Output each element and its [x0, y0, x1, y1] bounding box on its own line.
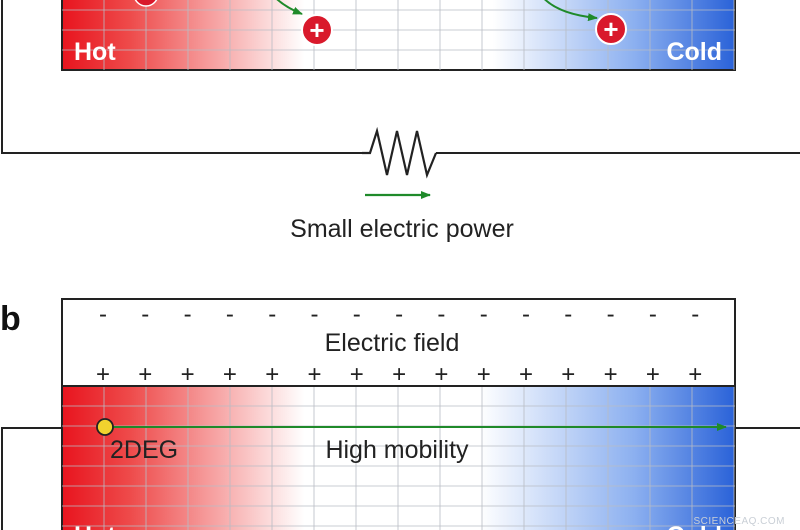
carrier-label: 2DEG: [110, 436, 178, 464]
circuit-wire-b: [1, 427, 800, 530]
negative-charge: -: [268, 301, 276, 328]
negative-charge: -: [522, 301, 530, 328]
positive-charge: +: [265, 361, 279, 388]
power-caption: Small electric power: [290, 215, 514, 243]
resistor-icon: [362, 126, 438, 179]
negative-charge: -: [480, 301, 488, 328]
positive-charge: +: [519, 361, 533, 388]
positive-charge: +: [223, 361, 237, 388]
svg-text:+: +: [603, 14, 618, 44]
negative-charge: -: [691, 301, 699, 328]
panel-b: b --------------- Electric field +++++++…: [0, 298, 800, 530]
positive-charge: +: [392, 361, 406, 388]
watermark: SCIENCEAQ.COM: [693, 516, 785, 527]
positive-charge: +: [477, 361, 491, 388]
positive-charge: +: [434, 361, 448, 388]
hole-carrier-icon: +: [301, 14, 333, 46]
negative-charge: -: [226, 301, 234, 328]
field-box: [61, 298, 736, 387]
mobility-label: High mobility: [325, 436, 469, 464]
hole-carrier-icon: +: [595, 13, 627, 45]
grid-a: [62, 0, 735, 70]
field-label: Electric field: [325, 329, 460, 357]
cold-label-a: Cold: [666, 38, 722, 66]
negative-charge: -: [437, 301, 445, 328]
negative-charge: -: [353, 301, 361, 328]
svg-text:+: +: [309, 15, 324, 45]
positive-charge: +: [307, 361, 321, 388]
carrier-path-1: [276, 0, 303, 15]
partial-carrier-icon: [134, 0, 158, 7]
positive-charge: +: [181, 361, 195, 388]
negative-charge: -: [99, 301, 107, 328]
positive-charge: +: [96, 361, 110, 388]
negative-charge: -: [395, 301, 403, 328]
positive-charge: +: [561, 361, 575, 388]
electron-icon: [96, 418, 114, 436]
carrier-path-2: [544, 0, 598, 22]
hot-label-a: Hot: [74, 38, 116, 66]
negative-charges: ---------------: [99, 301, 699, 328]
negative-charge: -: [607, 301, 615, 328]
panel-letter: b: [0, 300, 21, 338]
negative-charge: -: [649, 301, 657, 328]
negative-charge: -: [141, 301, 149, 328]
negative-charge: -: [184, 301, 192, 328]
positive-charges: + + + + + + + + + + + + + + +: [96, 361, 702, 388]
negative-charge: -: [564, 301, 572, 328]
cold-label-b: Cold: [666, 522, 722, 530]
panel-a: + + Hot Cold Small electric power: [1, 0, 800, 243]
positive-charge: +: [350, 361, 364, 388]
positive-charge: +: [646, 361, 660, 388]
temperature-bar-a: [61, 0, 736, 71]
hot-label-b: Hot: [74, 522, 116, 530]
positive-charge: +: [138, 361, 152, 388]
positive-charge: +: [604, 361, 618, 388]
negative-charge: -: [311, 301, 319, 328]
positive-charge: +: [688, 361, 702, 388]
